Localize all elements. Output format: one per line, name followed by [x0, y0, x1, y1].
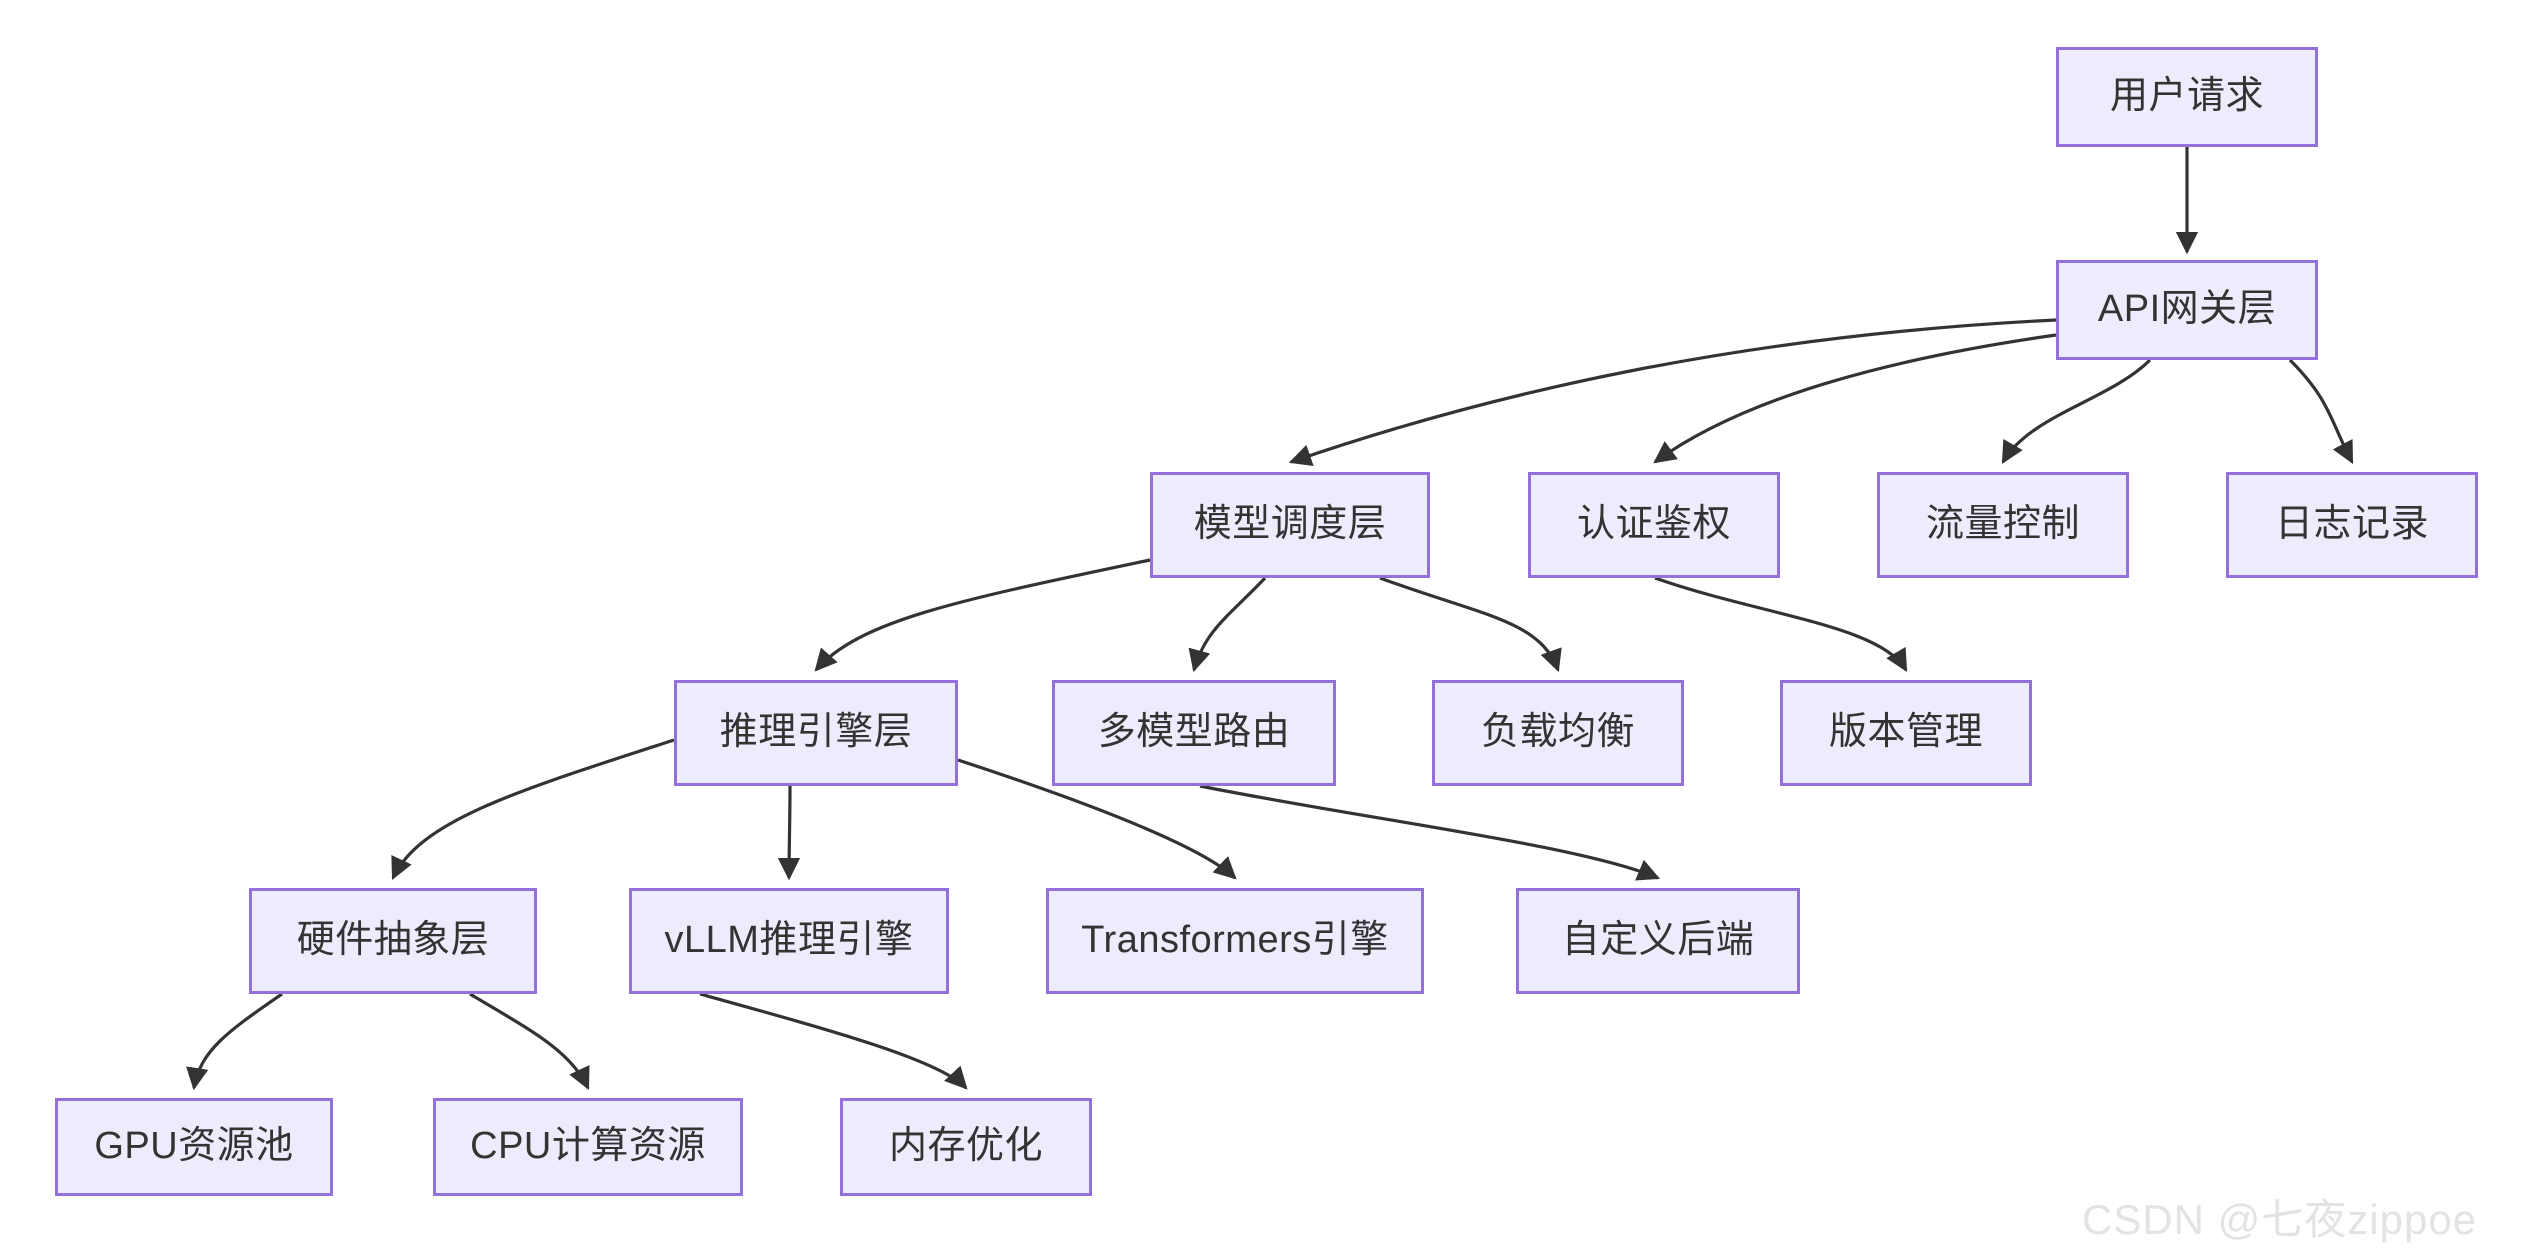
edge-api_gateway-to-model_scheduler: [1288, 318, 2057, 467]
node-label: 自定义后端: [1561, 919, 1755, 962]
node-version_manage[interactable]: 版本管理: [1780, 680, 2032, 786]
node-inference_engine[interactable]: 推理引擎层: [674, 680, 958, 786]
node-hardware_layer[interactable]: 硬件抽象层: [249, 888, 537, 994]
node-cpu_resource[interactable]: CPU计算资源: [433, 1098, 743, 1196]
node-custom_backend[interactable]: 自定义后端: [1516, 888, 1800, 994]
edge-auth-to-version_manage: [1654, 576, 1908, 672]
edge-model_scheduler-to-inference_engine: [814, 558, 1151, 672]
node-load_balance[interactable]: 负载均衡: [1432, 680, 1684, 786]
node-model_scheduler[interactable]: 模型调度层: [1150, 472, 1430, 578]
edge-vllm_engine-to-memory_opt: [699, 992, 968, 1090]
node-transformers[interactable]: Transformers引擎: [1046, 888, 1424, 994]
edge-api_gateway-to-auth: [1653, 333, 2057, 464]
node-label: 认证鉴权: [1576, 503, 1731, 546]
node-label: 用户请求: [2109, 75, 2264, 118]
node-label: CPU计算资源: [470, 1125, 706, 1168]
edge-api_gateway-to-logging: [2288, 358, 2354, 464]
node-rate_limit[interactable]: 流量控制: [1877, 472, 2129, 578]
edge-multi_model_route-to-custom_backend: [1199, 784, 1661, 881]
node-label: 流量控制: [1925, 503, 2080, 546]
node-label: 负载均衡: [1480, 711, 1635, 754]
node-vllm_engine[interactable]: vLLM推理引擎: [629, 888, 949, 994]
csdn-watermark: CSDN @七夜zippoe: [2082, 1196, 2478, 1243]
edge-model_scheduler-to-multi_model_route: [1188, 576, 1267, 673]
node-auth[interactable]: 认证鉴权: [1528, 472, 1780, 578]
node-label: 推理引擎层: [719, 711, 913, 754]
edge-hardware_layer-to-cpu_resource: [469, 992, 590, 1091]
node-label: vLLM推理引擎: [664, 919, 914, 962]
node-logging[interactable]: 日志记录: [2226, 472, 2478, 578]
node-label: 日志记录: [2274, 503, 2429, 546]
node-memory_opt[interactable]: 内存优化: [840, 1098, 1092, 1196]
edge-inference_engine-to-hardware_layer: [391, 738, 675, 881]
node-multi_model_route[interactable]: 多模型路由: [1052, 680, 1336, 786]
node-label: 版本管理: [1828, 711, 1983, 754]
node-label: 多模型路由: [1097, 711, 1291, 754]
node-api_gateway[interactable]: API网关层: [2056, 260, 2318, 360]
node-label: 模型调度层: [1193, 503, 1387, 546]
edge-inference_engine-to-vllm_engine: [777, 785, 801, 881]
node-user_request[interactable]: 用户请求: [2056, 47, 2318, 147]
node-label: 硬件抽象层: [296, 919, 490, 962]
node-label: GPU资源池: [94, 1125, 294, 1168]
edge-api_gateway-to-rate_limit: [2001, 358, 2152, 464]
node-gpu_pool[interactable]: GPU资源池: [55, 1098, 333, 1196]
node-label: Transformers引擎: [1081, 919, 1389, 962]
node-label: 内存优化: [888, 1125, 1043, 1168]
edge-model_scheduler-to-load_balance: [1379, 576, 1562, 673]
node-label: API网关层: [2097, 288, 2277, 331]
edge-hardware_layer-to-gpu_pool: [186, 992, 283, 1091]
